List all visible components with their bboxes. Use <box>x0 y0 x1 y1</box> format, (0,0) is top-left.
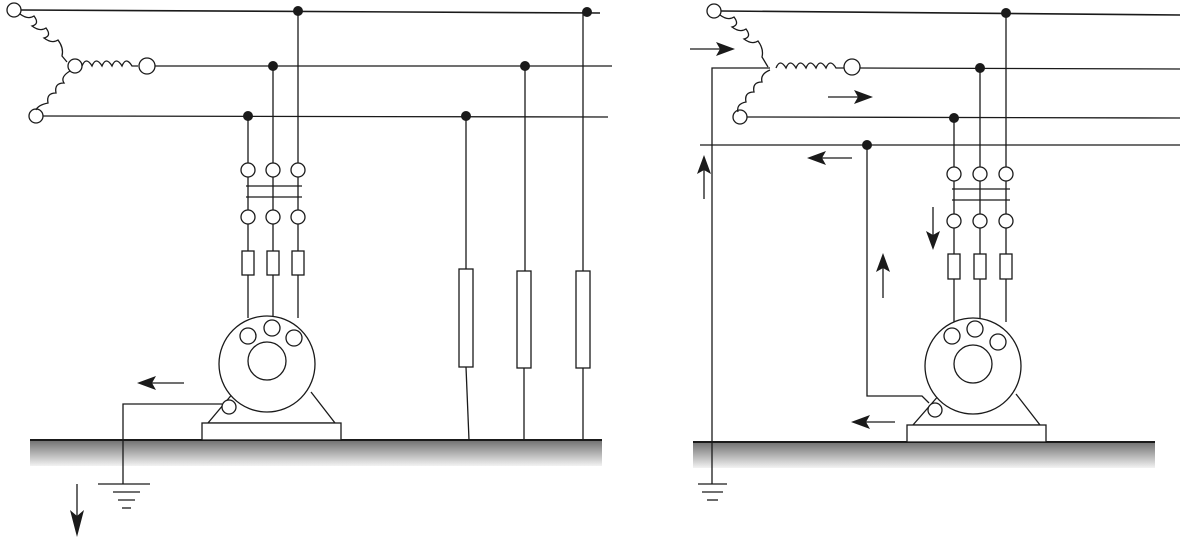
transformer-star-winding-icon <box>6 2 156 124</box>
transformer-star-winding-icon <box>706 3 861 125</box>
ground-strip-left <box>30 439 602 466</box>
fuse-icon <box>241 224 305 318</box>
current-arrow-icon <box>690 42 940 429</box>
earth-ground-icon <box>113 491 140 509</box>
current-arrow-icon <box>70 376 184 537</box>
junction-dot-icon <box>243 6 592 121</box>
junction-dot-icon <box>862 8 1011 150</box>
fuse-icon <box>947 228 1013 322</box>
right-panel <box>690 3 1181 501</box>
left-panel <box>6 2 612 537</box>
earthing-conductor-left <box>122 403 222 484</box>
switch-contact-icon <box>240 162 306 225</box>
motor-icon <box>906 317 1047 443</box>
switch-contact-icon <box>946 166 1014 229</box>
motor-icon <box>201 315 342 441</box>
ground-strip-right <box>693 441 1155 468</box>
protective-neutral-conductor <box>866 145 930 404</box>
phase-line-l1 <box>20 9 601 14</box>
phase-line-l3 <box>42 115 609 118</box>
lamp-resistor-icon <box>458 12 591 441</box>
earth-ground-icon <box>698 483 727 501</box>
